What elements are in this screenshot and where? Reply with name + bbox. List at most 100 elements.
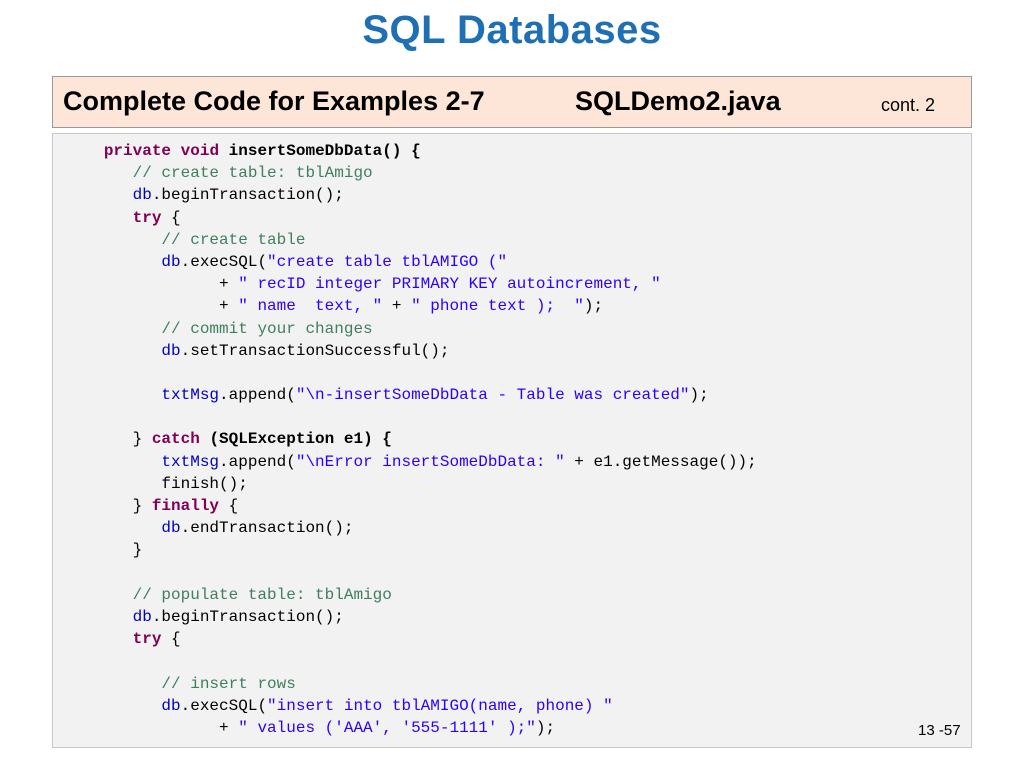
code-line: finish(); [75, 473, 757, 495]
code-token-code-text [75, 453, 161, 471]
code-token-code-text [75, 386, 161, 404]
code-token-string-literal: " values ('AAA', '555-1111' );" [238, 718, 536, 737]
code-line: db.execSQL("create table tblAMIGO (" [75, 251, 757, 273]
code-token-keyword: catch [151, 430, 200, 449]
code-line: } finally { [75, 495, 757, 517]
code-token-keyword: private [103, 142, 172, 160]
code-token-keyword: try [132, 630, 162, 649]
code-line: db.beginTransaction(); [75, 184, 757, 206]
code-token-code-text: finish(); [75, 474, 248, 493]
code-token-comment: // populate table: tblAmigo [132, 585, 392, 604]
code-line: // insert rows [75, 673, 757, 695]
code-token-code-text: { [161, 630, 181, 649]
code-token-code-text: .execSQL( [180, 252, 268, 271]
header-continuation: cont. 2 [881, 95, 936, 115]
code-token-code-text: + [382, 297, 412, 316]
code-token-code-text: + [75, 297, 239, 316]
code-token-string-literal: " name text, " [238, 297, 383, 316]
code-token-string-literal: " phone text ); " [411, 297, 584, 316]
code-token-code-text: { [161, 208, 181, 227]
code-line: } [75, 539, 757, 561]
code-listing-box: private void insertSomeDbData() { // cre… [52, 133, 972, 748]
code-token-code-text: + [75, 275, 239, 294]
code-token-code-text: .append( [219, 452, 296, 471]
code-token-keyword: finally [151, 497, 220, 515]
code-token-code-text: .endTransaction(); [180, 519, 354, 538]
code-line: } catch (SQLException e1) { [75, 428, 757, 450]
code-line [75, 362, 757, 384]
code-token-code-text: .execSQL( [180, 696, 268, 715]
code-line: try { [75, 207, 757, 229]
code-token-code-text [75, 231, 161, 249]
code-token-string-literal: "\nError insertSomeDbData: " [295, 452, 565, 471]
code-line: + " values ('AAA', '555-1111' );"); [75, 717, 757, 739]
code-line: // populate table: tblAmigo [75, 584, 757, 606]
code-token-comment: // create table [161, 230, 306, 249]
code-token-code-text [75, 608, 133, 626]
code-token-keyword: void [180, 142, 220, 160]
code-token-code-text [75, 209, 133, 227]
code-line [75, 562, 757, 584]
code-token-code-text: + [75, 718, 239, 737]
code-line: // commit your changes [75, 318, 757, 340]
code-token-code-text: ); [689, 386, 709, 405]
header-filename: SQLDemo2.java [575, 86, 781, 116]
code-token-code-text [219, 142, 229, 160]
code-token-code-text [75, 519, 161, 537]
code-token-field-name: txtMsg [161, 452, 220, 471]
code-token-code-text: } [75, 430, 152, 449]
code-token-field-name: db [161, 696, 181, 715]
code-token-string-literal: "\n-insertSomeDbData - Table was created… [295, 386, 690, 405]
code-token-string-literal: "create table tblAMIGO (" [267, 252, 508, 271]
code-line [75, 406, 757, 428]
code-listing: private void insertSomeDbData() { // cre… [75, 140, 757, 739]
code-token-field-name: db [132, 607, 152, 626]
code-token-string-literal: "insert into tblAMIGO(name, phone) " [267, 696, 613, 715]
header-title: Complete Code for Examples 2-7 [63, 86, 485, 116]
code-token-code-text [75, 697, 161, 715]
code-token-comment: // insert rows [161, 674, 296, 693]
slide-title: SQL Databases [362, 8, 662, 52]
code-token-field-name: db [161, 519, 181, 538]
code-line: // create table [75, 229, 757, 251]
code-line: try { [75, 628, 757, 650]
code-token-keyword: try [132, 208, 162, 227]
code-token-comment: // create table: tblAmigo [132, 164, 373, 183]
code-token-code-text: ); [535, 718, 556, 737]
code-line: db.beginTransaction(); [75, 606, 757, 628]
code-token-comment: // commit your changes [161, 319, 373, 338]
code-token-field-name: txtMsg [161, 386, 220, 405]
code-token-code-text: .setTransactionSuccessful(); [180, 341, 450, 360]
code-token-code-text [171, 142, 181, 160]
code-token-code-text [75, 164, 133, 182]
code-header-box: Complete Code for Examples 2-7 SQLDemo2.… [52, 76, 972, 128]
code-token-code-text [200, 430, 210, 448]
code-line: txtMsg.append("\nError insertSomeDbData:… [75, 451, 756, 473]
code-token-code-text [75, 253, 161, 271]
code-token-code-text [75, 630, 133, 648]
code-token-code-text [75, 342, 161, 360]
code-token-code-text: ); [583, 297, 604, 316]
code-token-code-text [75, 186, 133, 204]
code-token-code-text: .append( [219, 386, 296, 405]
code-line: + " recID integer PRIMARY KEY autoincrem… [75, 273, 757, 295]
code-token-code-text: } [75, 541, 143, 560]
code-token-code-text: .beginTransaction(); [151, 186, 344, 205]
code-line [75, 650, 757, 672]
code-line: private void insertSomeDbData() { [75, 140, 757, 162]
page-number: 13 -57 [918, 722, 961, 739]
code-line: db.endTransaction(); [75, 517, 757, 539]
code-line: + " name text, " + " phone text ); "); [75, 295, 757, 317]
code-line: txtMsg.append("\n-insertSomeDbData - Tab… [75, 384, 757, 406]
code-token-field-name: db [161, 252, 181, 271]
code-token-code-text-bold: (SQLException e1) { [209, 430, 392, 449]
code-token-code-text [75, 142, 104, 160]
code-line: db.setTransactionSuccessful(); [75, 340, 757, 362]
code-line: // create table: tblAmigo [75, 162, 757, 184]
code-token-field-name: db [132, 186, 152, 205]
code-token-code-text [75, 586, 133, 604]
code-token-string-literal: " recID integer PRIMARY KEY autoincremen… [238, 275, 661, 294]
code-token-code-text: } [75, 497, 152, 515]
code-token-code-text [75, 675, 161, 693]
code-line: db.execSQL("insert into tblAMIGO(name, p… [75, 695, 757, 717]
